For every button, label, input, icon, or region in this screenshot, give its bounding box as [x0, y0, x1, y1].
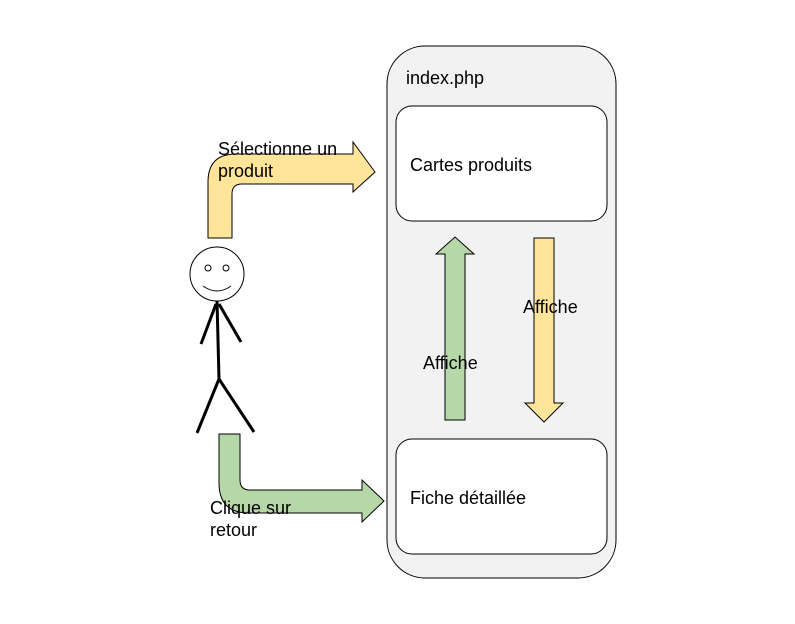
- click-back-label-line2: retour: [210, 520, 258, 540]
- cards-box-label: Cartes produits: [410, 155, 533, 175]
- actor-mouth: [202, 285, 232, 292]
- shows-down-arrow: [523, 237, 565, 423]
- actor-right-arm: [217, 303, 243, 343]
- actor-body: [215, 300, 221, 380]
- shows-up-label: Affiche: [423, 353, 478, 373]
- actor-right-eye: [222, 264, 230, 272]
- shows-down-label: Affiche: [523, 297, 578, 317]
- detail-box-label: Fiche détaillée: [410, 488, 527, 508]
- select-product-arrow: [207, 140, 376, 239]
- shows-up-arrow: [434, 236, 476, 421]
- actor-right-leg: [217, 378, 256, 433]
- cards-box: [395, 105, 608, 222]
- click-back-arrow: [218, 433, 385, 524]
- stick-figure-user-icon: [189, 246, 256, 434]
- container-title: index.php: [406, 68, 485, 88]
- select-product-label-line2: produit: [218, 161, 274, 181]
- actor-left-leg: [195, 378, 221, 434]
- select-product-label-line1: Sélectionne un: [218, 139, 338, 159]
- actor-left-arm: [199, 303, 218, 345]
- click-back-label-line1: Clique sur: [210, 498, 292, 518]
- actor-head: [189, 246, 245, 302]
- actor-left-eye: [204, 264, 212, 272]
- detail-box: [395, 438, 608, 555]
